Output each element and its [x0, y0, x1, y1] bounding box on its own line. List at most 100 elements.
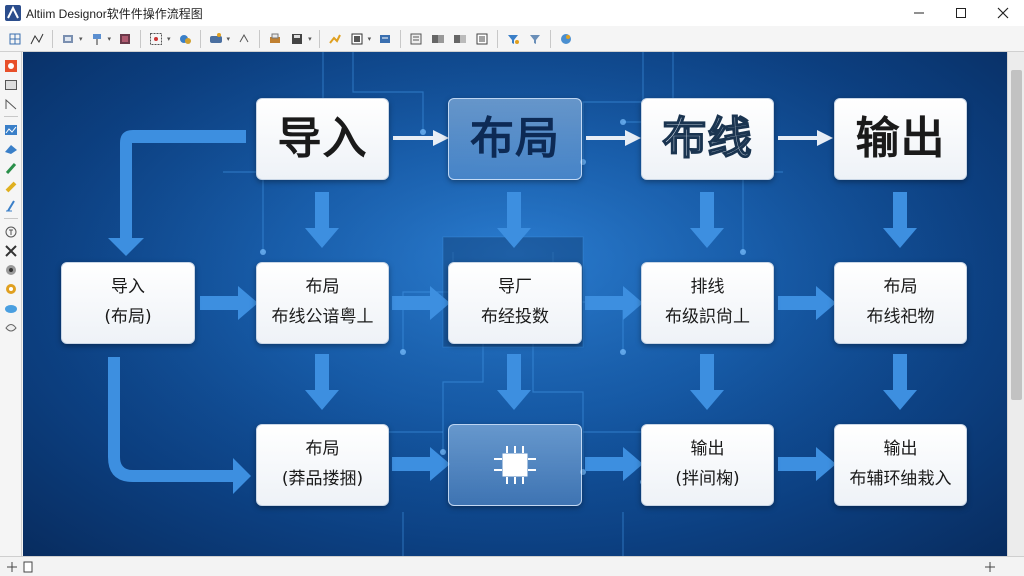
shape-tool-button[interactable]	[3, 319, 19, 335]
left-toolbar	[0, 52, 22, 556]
dropdown-arrow-icon[interactable]: ▾	[226, 34, 231, 43]
board-button[interactable]	[429, 30, 447, 48]
toolbar-separator	[3, 116, 18, 117]
toolbar-separator	[3, 218, 18, 219]
port-button[interactable]	[116, 30, 134, 48]
move-button[interactable]	[207, 30, 225, 48]
filter-icon	[508, 34, 520, 44]
node-line2: (布局)	[104, 307, 152, 327]
select-icon	[4, 59, 17, 72]
dropdown-arrow-icon[interactable]: ▾	[367, 34, 372, 43]
toolbar-separator	[52, 29, 53, 48]
polygon-icon	[4, 144, 17, 154]
resize-cursor-icon	[985, 562, 995, 572]
polygon-tool-button[interactable]	[3, 141, 19, 157]
node-label: 布线	[662, 113, 753, 164]
report-button[interactable]	[407, 30, 425, 48]
node-line1: 输出	[883, 439, 918, 460]
flow-mid-4[interactable]: 排线 布级䛊尙丄	[641, 262, 774, 344]
pencil-tool-button[interactable]	[3, 179, 19, 195]
help-button[interactable]	[557, 30, 575, 48]
window-controls	[898, 0, 1024, 26]
dropdown-arrow-icon[interactable]: ▾	[167, 34, 171, 43]
node-line2: 布线公谙粤丄	[271, 307, 374, 327]
toolbar-separator	[140, 29, 142, 48]
print-button[interactable]	[266, 30, 284, 48]
node-label: 导入	[277, 113, 368, 164]
node-line2: 布级䛊尙丄	[665, 307, 750, 327]
flow-bottom-3[interactable]: 输出 (拌间椈)	[641, 424, 774, 506]
net-label-button[interactable]	[88, 30, 106, 48]
route-button[interactable]	[326, 30, 344, 48]
vertical-scrollbar[interactable]	[1007, 52, 1024, 556]
flow-mid-3[interactable]: 导厂 布经投数	[448, 262, 582, 344]
pen-icon	[5, 162, 16, 174]
place-icon	[351, 33, 363, 44]
component-button[interactable]	[176, 30, 194, 48]
node-line1: 布局	[883, 277, 918, 298]
measure-tool-button[interactable]	[3, 198, 19, 214]
text-tool-button[interactable]	[3, 224, 19, 240]
rectangle-tool-button[interactable]	[3, 77, 19, 93]
maximize-button[interactable]	[940, 0, 982, 26]
select-tool-button[interactable]	[3, 58, 19, 74]
highlight-button[interactable]	[526, 30, 544, 48]
dropdown-arrow-icon[interactable]: ▾	[107, 34, 112, 43]
text-icon	[5, 226, 16, 237]
power-button[interactable]	[147, 30, 165, 48]
drc-icon	[380, 34, 391, 43]
shape-icon	[4, 323, 17, 331]
drc-button[interactable]	[376, 30, 394, 48]
flow-bottom-chip[interactable]	[448, 424, 582, 506]
power-icon	[150, 32, 163, 45]
component-tool-button[interactable]	[3, 243, 19, 259]
place-button[interactable]	[348, 30, 366, 48]
dropdown-arrow-icon[interactable]: ▾	[308, 34, 312, 43]
flow-top-import[interactable]: 导入	[256, 98, 389, 180]
measure-button[interactable]	[473, 30, 491, 48]
grid-button[interactable]	[6, 30, 24, 48]
flow-mid-1[interactable]: 导入 (布局)	[61, 262, 195, 344]
toolbar-separator	[400, 29, 402, 48]
window-title: Altiim Designor软件件操作流程图	[26, 6, 203, 21]
wire-icon	[30, 33, 44, 44]
net-label-icon	[92, 33, 101, 45]
node-line2: (莽品搂捆)	[281, 469, 364, 489]
layer-button[interactable]	[451, 30, 469, 48]
report-icon	[410, 33, 422, 44]
flow-bottom-1[interactable]: 布局 (莽品搂捆)	[256, 424, 389, 506]
filter-button[interactable]	[504, 30, 522, 48]
diagram-canvas[interactable]: 导入 布局 布线 输出 导入 (布局) 布局 布线公谙粤丄 导厂 布经投数 排线…	[23, 52, 1007, 556]
node-line1: 排线	[690, 277, 725, 298]
scrollbar-thumb[interactable]	[1011, 70, 1022, 400]
flow-mid-5[interactable]: 布局 布线祀物	[834, 262, 967, 344]
image-tool-button[interactable]	[3, 122, 19, 138]
toolbar-separator	[550, 29, 552, 48]
minimize-icon	[914, 12, 924, 14]
flow-top-routing[interactable]: 布线	[641, 98, 774, 180]
gear-tool-button[interactable]	[3, 281, 19, 297]
line-tool-button[interactable]	[3, 96, 19, 112]
node-label: 输出	[855, 113, 946, 164]
rotate-button[interactable]	[235, 30, 253, 48]
flow-top-output[interactable]: 输出	[834, 98, 967, 180]
help-icon	[561, 33, 572, 44]
close-button[interactable]	[982, 0, 1024, 26]
pen-tool-button[interactable]	[3, 160, 19, 176]
minimize-button[interactable]	[898, 0, 940, 26]
cloud-tool-button[interactable]	[3, 300, 19, 316]
wire-button[interactable]	[28, 30, 46, 48]
move-icon	[209, 32, 222, 43]
flow-mid-2[interactable]: 布局 布线公谙粤丄	[256, 262, 389, 344]
bus-button[interactable]	[59, 30, 77, 48]
node-label: 布局	[470, 113, 560, 164]
node-line1: 导入	[111, 277, 145, 298]
net-tool-button[interactable]	[3, 262, 19, 278]
flow-top-layout[interactable]: 布局	[448, 98, 582, 180]
save-button[interactable]	[288, 30, 306, 48]
dropdown-arrow-icon[interactable]: ▾	[79, 34, 83, 43]
toolbar-separator	[497, 29, 499, 48]
flow-bottom-4[interactable]: 输出 布辅环䌷栽入	[834, 424, 967, 506]
node-line1: 布局	[305, 277, 340, 298]
status-bar	[0, 556, 1024, 576]
